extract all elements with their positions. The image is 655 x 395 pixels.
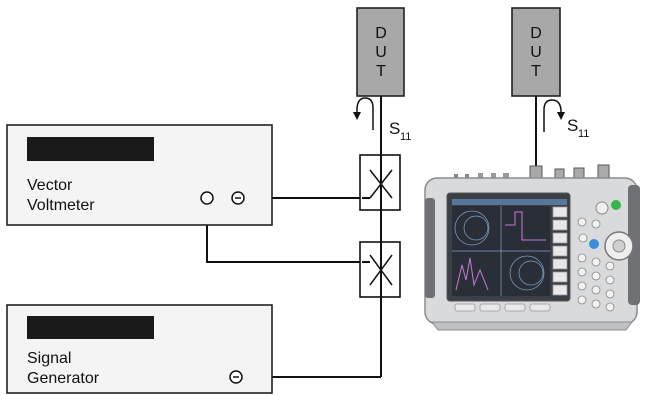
voltmeter-label-line1: Vector: [27, 177, 73, 194]
voltmeter-label-line2: Voltmeter: [27, 197, 95, 214]
dut-left-letter-1: D: [375, 25, 387, 42]
signal-generator: Signal Generator: [6, 304, 273, 394]
dut-right-letter-2: U: [530, 44, 542, 61]
s11-right-sub: 11: [578, 128, 589, 140]
coupler-lower: [359, 241, 401, 298]
arrow-icon: [543, 99, 565, 132]
coupler-icon: [369, 169, 393, 199]
s11-label-right: S 11: [567, 116, 589, 140]
port-connector-icon: [200, 191, 214, 205]
s11-right-base: S: [567, 116, 578, 135]
coupler-icon: [369, 254, 393, 286]
s11-label-left: S 11: [389, 119, 411, 143]
generator-label-line1: Signal: [27, 350, 71, 367]
dut-right: D U T: [511, 7, 561, 97]
generator-display: [27, 316, 154, 339]
generator-label-line2: Generator: [27, 370, 100, 387]
vector-voltmeter: Vector Voltmeter: [6, 124, 273, 226]
coupler-upper: [359, 154, 401, 211]
dut-left: D U T: [356, 7, 405, 97]
s11-left-base: S: [389, 119, 400, 138]
voltmeter-display: [27, 137, 154, 161]
arrow-icon: [353, 97, 374, 130]
dut-left-letter-2: U: [375, 44, 387, 61]
dut-right-letter-3: T: [531, 63, 541, 80]
handheld-analyzer-icon: [424, 164, 640, 331]
dut-left-letter-3: T: [376, 63, 386, 80]
s11-left-sub: 11: [400, 131, 411, 143]
dut-right-letter-1: D: [530, 25, 542, 42]
